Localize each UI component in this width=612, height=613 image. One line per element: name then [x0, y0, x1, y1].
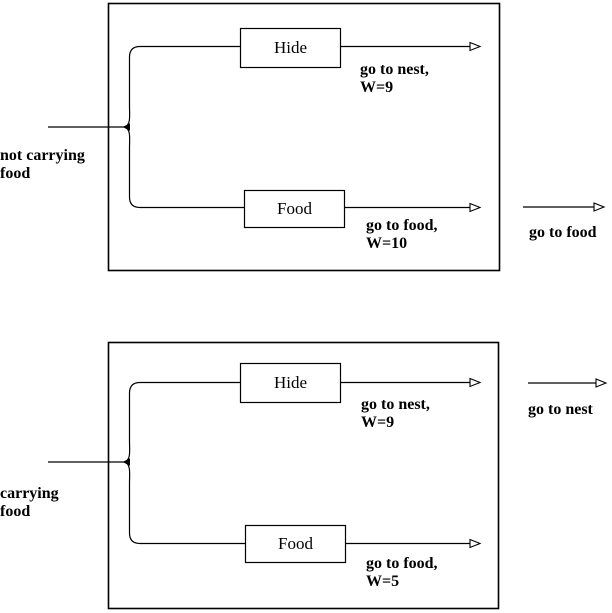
hide-node-box-1	[239, 27, 342, 69]
branch-junction-wedge-2	[122, 458, 130, 466]
action-weight: W=5	[366, 573, 400, 590]
hide-action-arrowhead-1	[469, 41, 482, 52]
branch-junction-wedge-1	[122, 123, 130, 131]
state-label-line1: not carrying	[0, 147, 85, 164]
hide-node-box-2	[239, 362, 342, 404]
branch-lower-curve-2	[124, 461, 245, 545]
food-action-label-2: go to food, W=5	[366, 555, 438, 591]
action-weight: W=10	[366, 235, 408, 252]
food-action-arrowhead-2	[469, 538, 482, 549]
action-text: go to nest,	[360, 61, 429, 78]
state-label-line1: carrying	[0, 485, 59, 502]
action-text: go to food,	[366, 217, 438, 234]
diagram-carrying-food	[48, 341, 608, 610]
branch-lower-curve-1	[124, 126, 244, 209]
food-node-box-1	[243, 189, 346, 229]
hide-action-arrowhead-2	[469, 377, 482, 388]
action-text: go to nest,	[361, 396, 430, 413]
output-arrowhead-2	[595, 378, 608, 388]
agent-outer-box-2	[107, 341, 500, 610]
food-action-arrowhead-1	[469, 202, 482, 213]
action-weight: W=9	[361, 414, 395, 431]
hide-node-label-2: Hide	[273, 373, 308, 392]
state-label-line2: food	[0, 165, 31, 182]
state-label-line2: food	[0, 503, 31, 520]
output-label-1: go to food	[529, 224, 597, 241]
output-arrowhead-1	[593, 202, 606, 212]
agent-outer-box-1	[107, 2, 501, 272]
action-text: go to food,	[366, 555, 438, 572]
output-label-2: go to nest	[528, 401, 593, 418]
branch-upper-curve-1	[124, 45, 240, 128]
state-label-carrying-food: carrying food	[0, 485, 59, 521]
hide-action-label-1: go to nest, W=9	[360, 61, 429, 97]
hide-action-label-2: go to nest, W=9	[361, 396, 430, 432]
food-node-box-2	[244, 524, 347, 564]
branch-upper-curve-2	[124, 381, 240, 463]
food-action-label-1: go to food, W=10	[366, 217, 438, 253]
action-weight: W=9	[360, 79, 394, 96]
hide-node-label-1: Hide	[273, 38, 308, 57]
food-node-label-2: Food	[278, 534, 313, 553]
food-node-label-1: Food	[277, 199, 312, 218]
diagram-not-carrying-food	[48, 2, 606, 272]
state-label-not-carrying-food: not carrying food	[0, 147, 85, 183]
